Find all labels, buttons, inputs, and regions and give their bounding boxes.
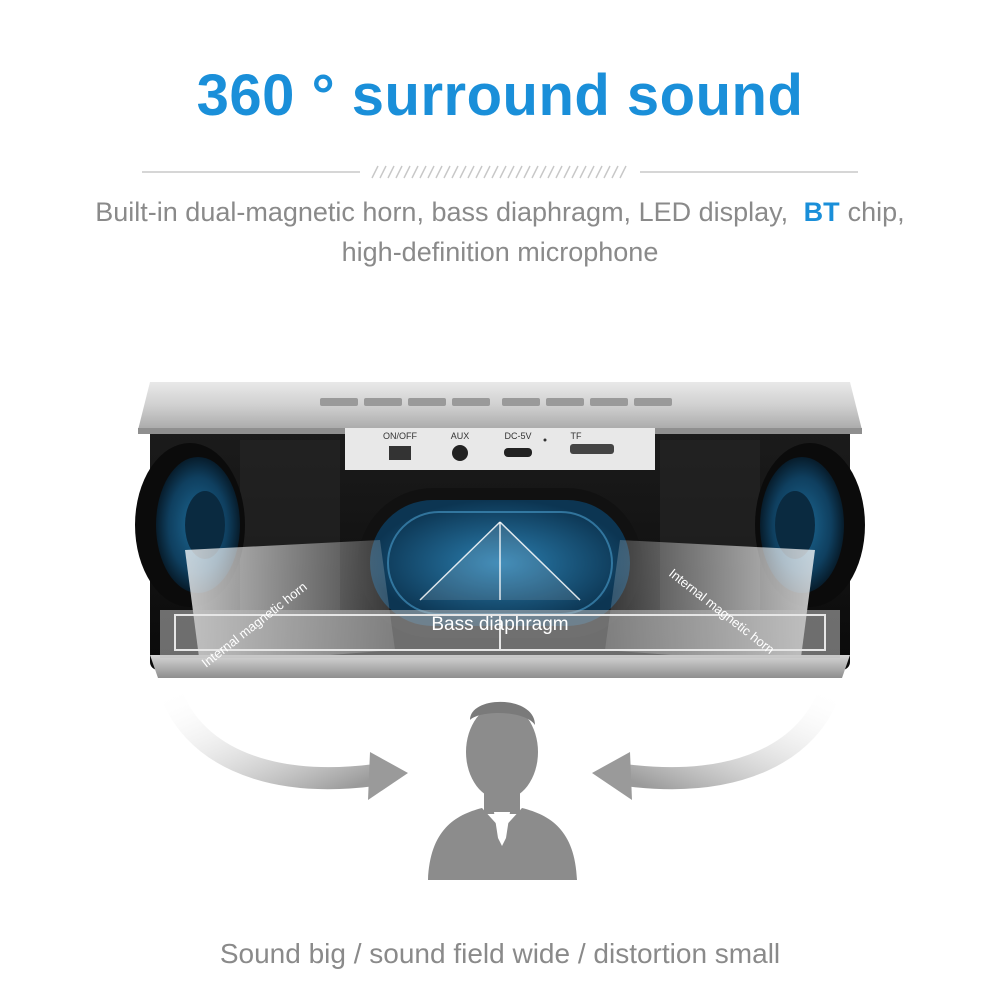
subtitle-line-2: high-definition microphone [341,237,659,267]
headline: 360 ° surround sound [196,63,804,128]
speaker-illustration: ON/OFF AUX DC-5V TF Bass diaphragm Inter… [135,382,865,880]
speaker-front-tray [150,610,850,678]
power-port-label: ON/OFF [383,431,417,441]
left-sound-arrow [159,686,408,800]
tf-port-label: TF [571,431,582,441]
right-sound-arrow [592,686,841,800]
dc-port [504,448,532,457]
subtitle-text-start: Built-in dual-magnetic horn, bass diaphr… [95,197,789,227]
speaker-top-panel [138,382,862,434]
feature-subtitle: Built-in dual-magnetic horn, bass diaphr… [0,192,1000,272]
headline-divider [142,165,858,179]
listener-silhouette [428,701,577,880]
power-switch [389,446,411,460]
bottom-caption: Sound big / sound field wide / distortio… [219,938,781,969]
bt-highlight: BT [803,197,840,227]
bass-diaphragm [358,488,642,638]
dc-port-label: DC-5V [504,431,531,441]
aux-port-label: AUX [451,431,470,441]
aux-jack [452,445,468,461]
subtitle-line-1: Built-in dual-magnetic horn, bass diaphr… [0,192,1000,232]
tf-slot [570,444,614,454]
port-panel: ON/OFF AUX DC-5V TF [345,428,655,470]
subtitle-text-end: chip, [847,197,905,227]
bass-diaphragm-label: Bass diaphragm [431,614,568,635]
